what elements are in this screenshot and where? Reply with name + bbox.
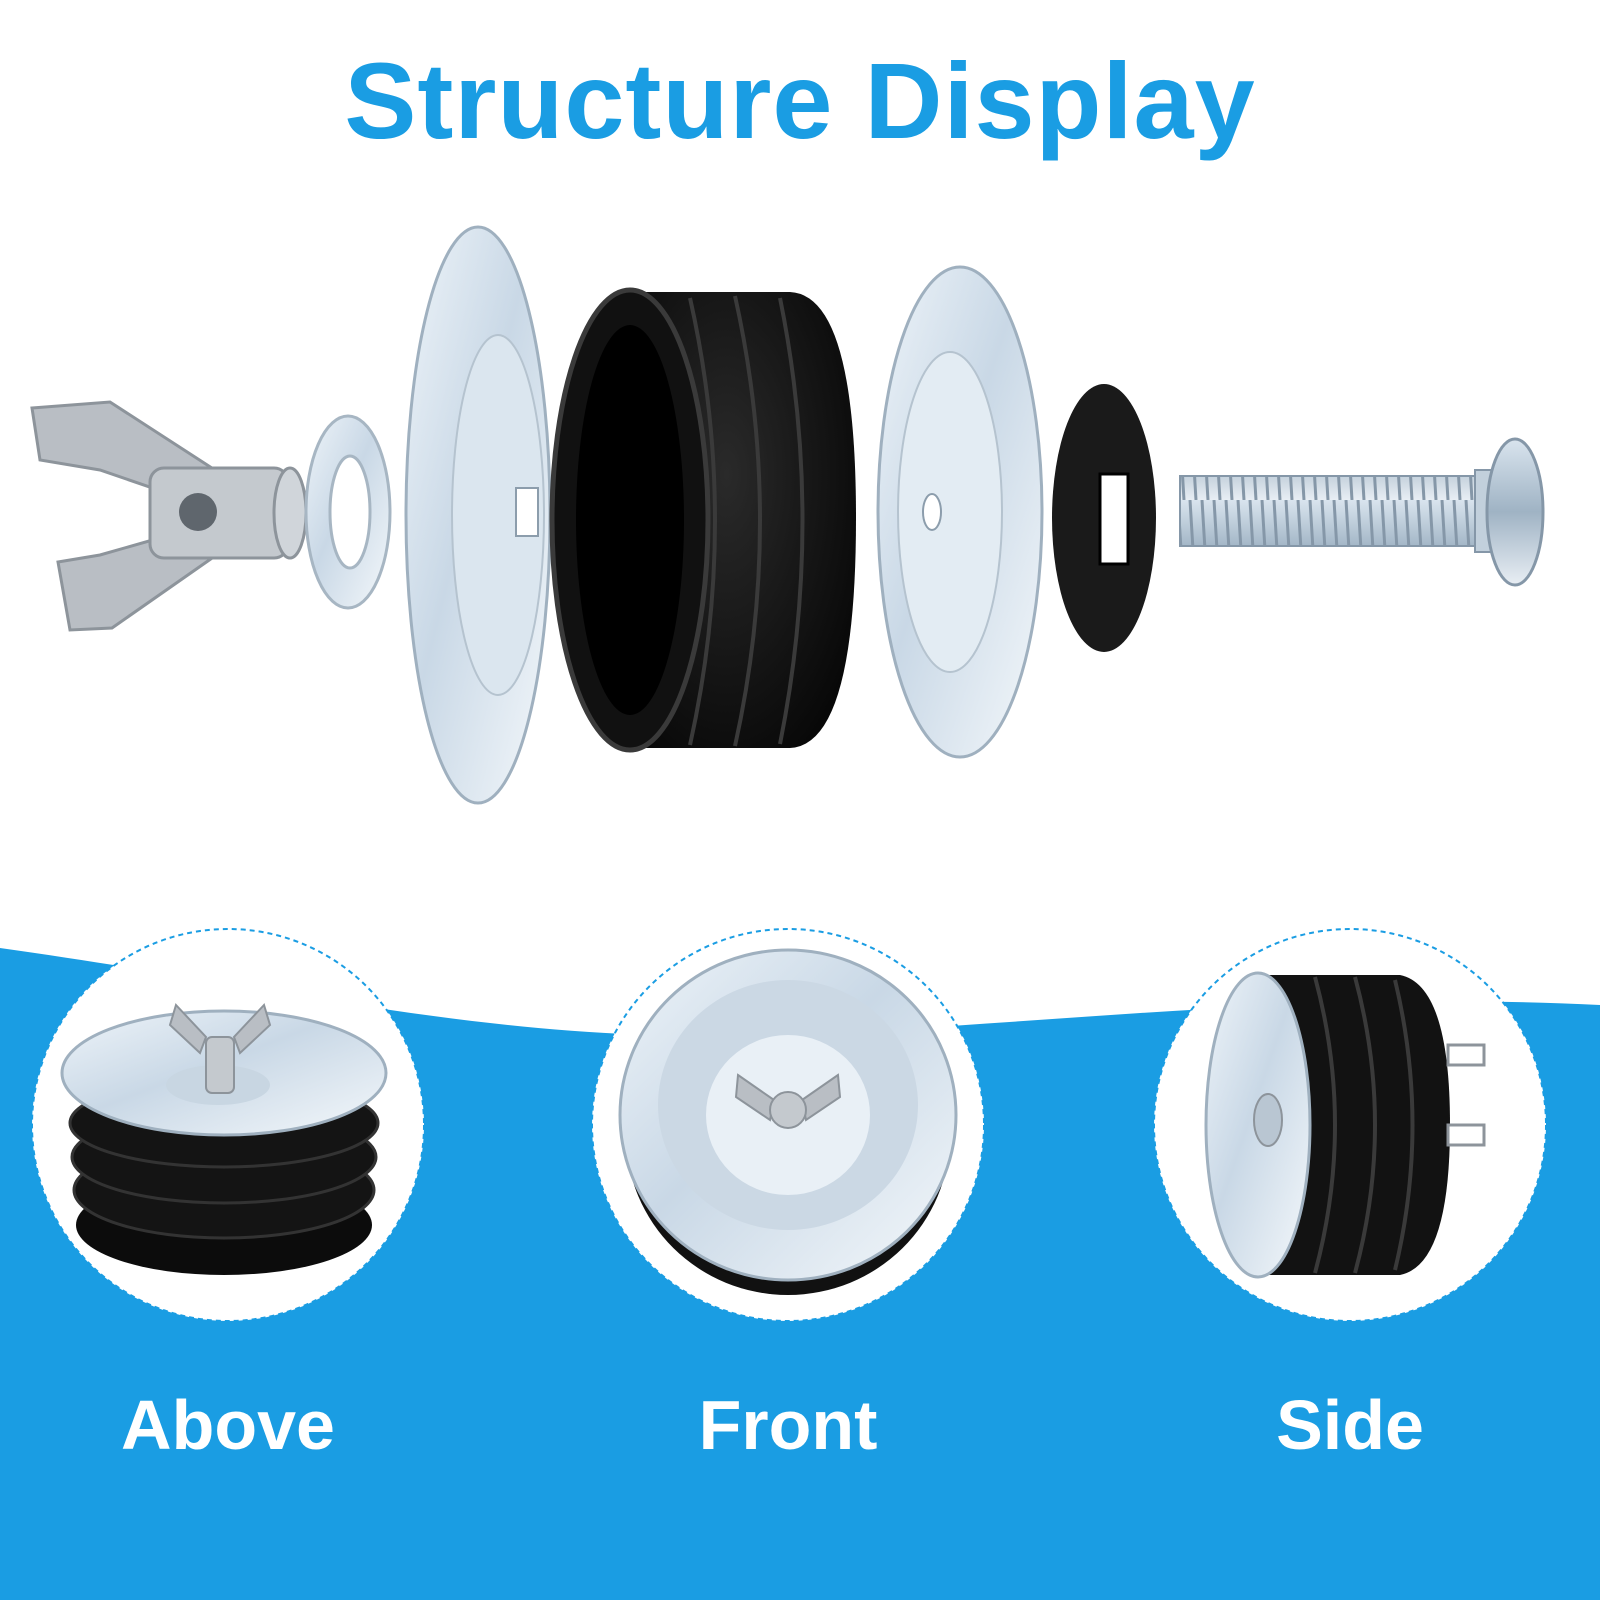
flat-washer-icon [304, 414, 392, 610]
exploded-view [30, 225, 1545, 805]
side-view-circle [1153, 928, 1547, 1322]
view-label-above: Above [121, 1386, 335, 1464]
above-view-icon [60, 1003, 388, 1275]
front-view-circle [591, 928, 985, 1322]
above-view-circle [31, 928, 425, 1322]
side-view-icon [1204, 971, 1486, 1279]
carriage-bolt-icon [1179, 437, 1545, 587]
front-view-icon [618, 948, 958, 1295]
rubber-sleeve-icon [549, 287, 856, 753]
view-label-side: Side [1276, 1386, 1424, 1464]
wing-nut-icon [30, 400, 308, 632]
view-label-front: Front [698, 1386, 878, 1464]
small-plate-icon [876, 265, 1044, 759]
page-title: Structure Display [344, 40, 1256, 161]
rubber-washer-icon [1052, 384, 1156, 652]
